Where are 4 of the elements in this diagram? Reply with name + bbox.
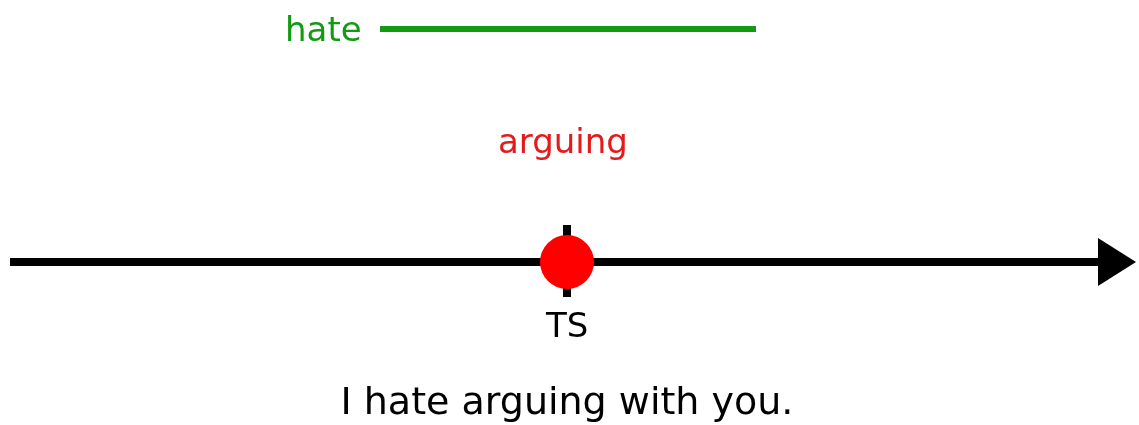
- event-label: arguing: [498, 124, 628, 158]
- caption: I hate arguing with you.: [340, 382, 794, 420]
- axis-label: TS: [546, 308, 589, 342]
- duration-label: hate: [285, 12, 362, 46]
